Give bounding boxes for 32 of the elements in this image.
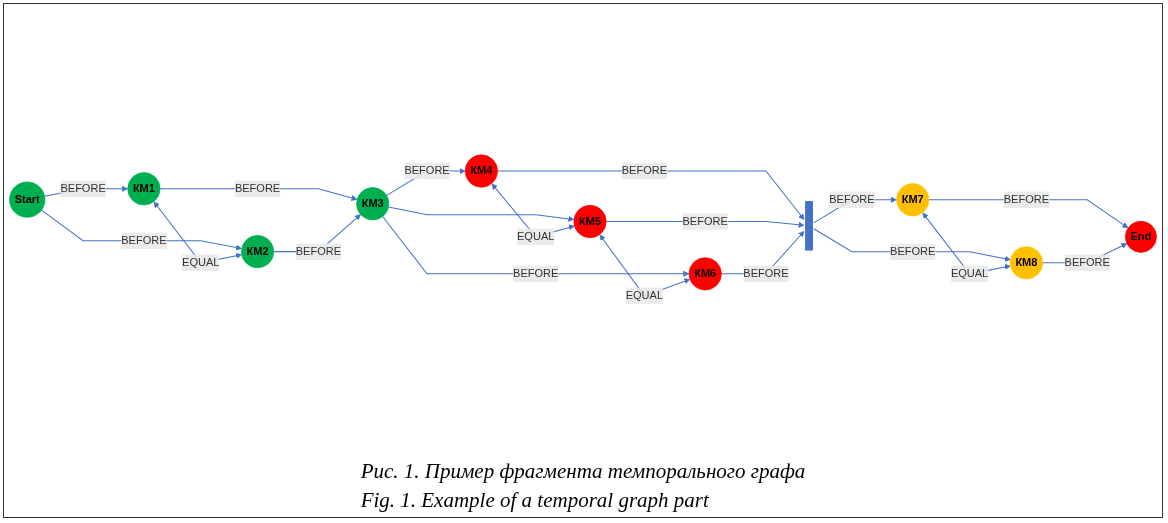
edge-label: BEFORE: [234, 182, 281, 195]
edge-label: BEFORE: [682, 215, 728, 227]
node-circle: КМ5: [573, 204, 607, 239]
edge-label: BEFORE: [621, 164, 668, 177]
node-circle: КМ8: [1009, 246, 1043, 280]
edge-label: EQUAL: [950, 267, 989, 280]
edge-label: EQUAL: [625, 289, 664, 302]
node-circle: End: [1125, 220, 1157, 253]
arrow: [382, 216, 690, 277]
edge-label: BEFORE: [1064, 256, 1110, 269]
edge-label: BEFORE: [743, 267, 789, 280]
node-circle: КМ3: [356, 187, 390, 221]
edge-label: BEFORE: [121, 234, 167, 247]
node-circle: КМ6: [688, 257, 722, 291]
edge-label: EQUAL: [517, 230, 555, 243]
edge-label: BEFORE: [295, 245, 342, 258]
arrow: [388, 206, 575, 222]
edge-label: BEFORE: [513, 267, 559, 280]
edge-label: BEFORE: [890, 245, 936, 258]
node-circle: КМ7: [896, 183, 930, 217]
node-circle: КМ4: [464, 154, 498, 188]
figure-caption: Рис. 1. Пример фрагмента темпорального графа: [360, 459, 806, 484]
edge-label: EQUAL: [182, 256, 220, 269]
node-circle: КМ2: [241, 235, 275, 269]
node-circle: Start: [9, 181, 46, 218]
edge-label: BEFORE: [1003, 193, 1050, 206]
edge-label: BEFORE: [60, 182, 106, 195]
node-circle: КМ1: [127, 172, 161, 206]
edge-label: BEFORE: [829, 193, 875, 206]
edge-label: BEFORE: [404, 164, 450, 177]
figure-caption: Fig. 1. Example of a temporal graph part: [360, 488, 711, 513]
arrow: [813, 228, 1011, 262]
